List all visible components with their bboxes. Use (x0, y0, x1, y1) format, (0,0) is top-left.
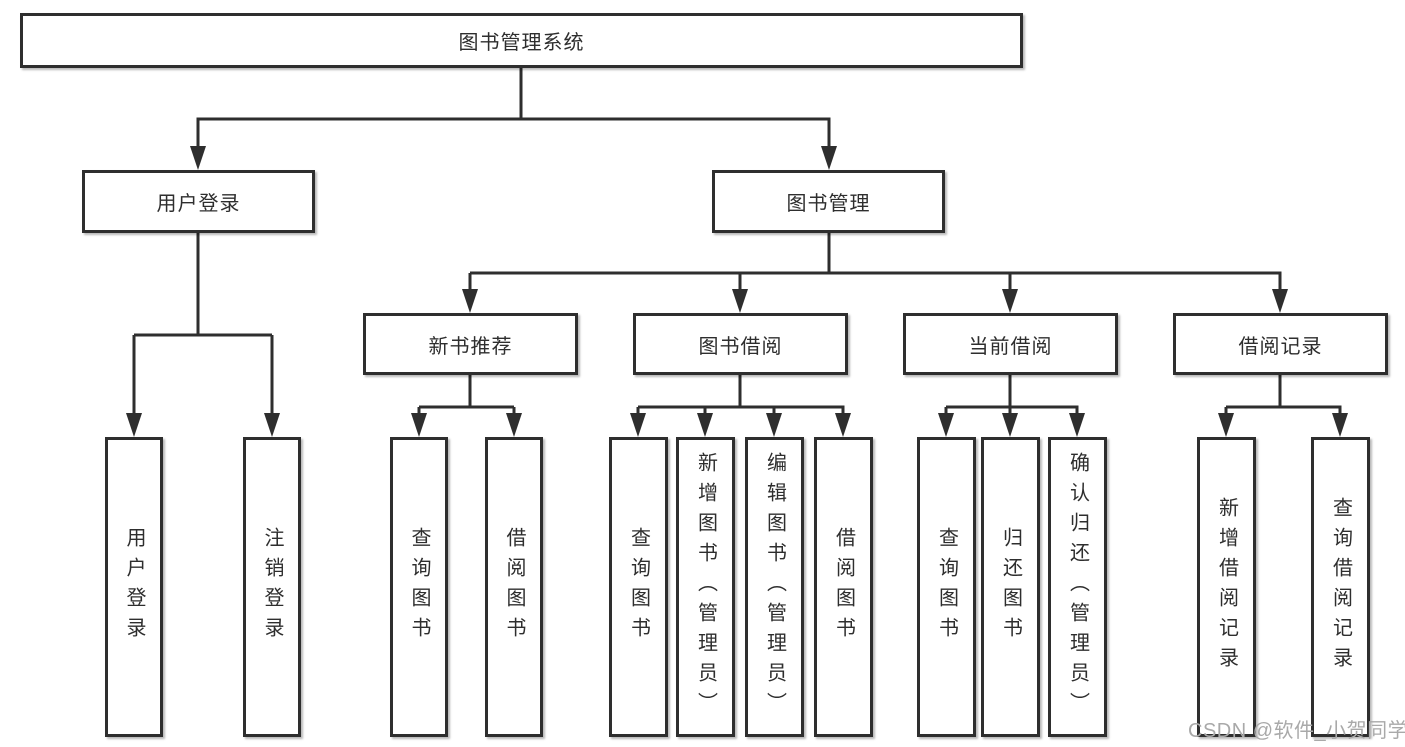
edge-bookmgmt-to-level3 (468, 233, 1282, 292)
leaf-add-borrow-record-label: 新增借阅记录 (1215, 497, 1238, 677)
node-book-borrowing: 图书借阅 (633, 313, 848, 375)
edge-borrow-to-leaves (636, 375, 845, 417)
edge-records-to-leaves (1224, 375, 1342, 417)
leaf-add-books-admin-label: 新增图书（管理员） (694, 452, 717, 722)
leaf-user-login-label: 用户登录 (123, 527, 145, 647)
leaf-logout: 注销登录 (243, 437, 301, 737)
leaf-borrowing-query-books-label: 查询图书 (627, 527, 650, 647)
leaf-confirm-return-admin-label: 确认归还（管理员） (1066, 452, 1089, 722)
leaf-recommend-borrow-books-label: 借阅图书 (503, 527, 525, 647)
node-current-borrowing: 当前借阅 (903, 313, 1118, 375)
leaf-user-login: 用户登录 (105, 437, 163, 737)
edge-root-to-level2 (196, 68, 831, 150)
leaf-borrowing-query-books: 查询图书 (609, 437, 668, 737)
leaf-current-query-books: 查询图书 (917, 437, 976, 737)
edge-current-to-leaves (944, 375, 1079, 417)
leaf-query-borrow-record: 查询借阅记录 (1311, 437, 1370, 737)
leaf-add-borrow-record: 新增借阅记录 (1197, 437, 1256, 737)
node-new-book-recommend: 新书推荐 (363, 313, 578, 375)
leaf-add-books-admin: 新增图书（管理员） (676, 437, 735, 737)
leaf-logout-label: 注销登录 (261, 527, 283, 647)
node-borrowing-records: 借阅记录 (1173, 313, 1388, 375)
leaf-recommend-query-books: 查询图书 (390, 437, 448, 737)
leaf-recommend-query-books-label: 查询图书 (408, 527, 430, 647)
leaf-return-books-label: 归还图书 (999, 527, 1022, 647)
node-root-system: 图书管理系统 (20, 13, 1023, 68)
leaf-borrowing-borrow-books-label: 借阅图书 (832, 527, 855, 647)
leaf-recommend-borrow-books: 借阅图书 (485, 437, 543, 737)
leaf-current-query-books-label: 查询图书 (935, 527, 958, 647)
leaf-edit-books-admin: 编辑图书（管理员） (745, 437, 804, 737)
node-book-management: 图书管理 (712, 170, 945, 233)
leaf-query-borrow-record-label: 查询借阅记录 (1329, 497, 1352, 677)
csdn-watermark: CSDN @软件_小贺同学 (1188, 720, 1405, 742)
node-user-login: 用户登录 (82, 170, 315, 233)
edge-newbook-to-leaves (417, 375, 516, 417)
edge-userlogin-to-leaves (132, 233, 274, 417)
leaf-edit-books-admin-label: 编辑图书（管理员） (763, 452, 786, 722)
leaf-borrowing-borrow-books: 借阅图书 (814, 437, 873, 737)
leaf-return-books: 归还图书 (981, 437, 1040, 737)
leaf-confirm-return-admin: 确认归还（管理员） (1048, 437, 1107, 737)
